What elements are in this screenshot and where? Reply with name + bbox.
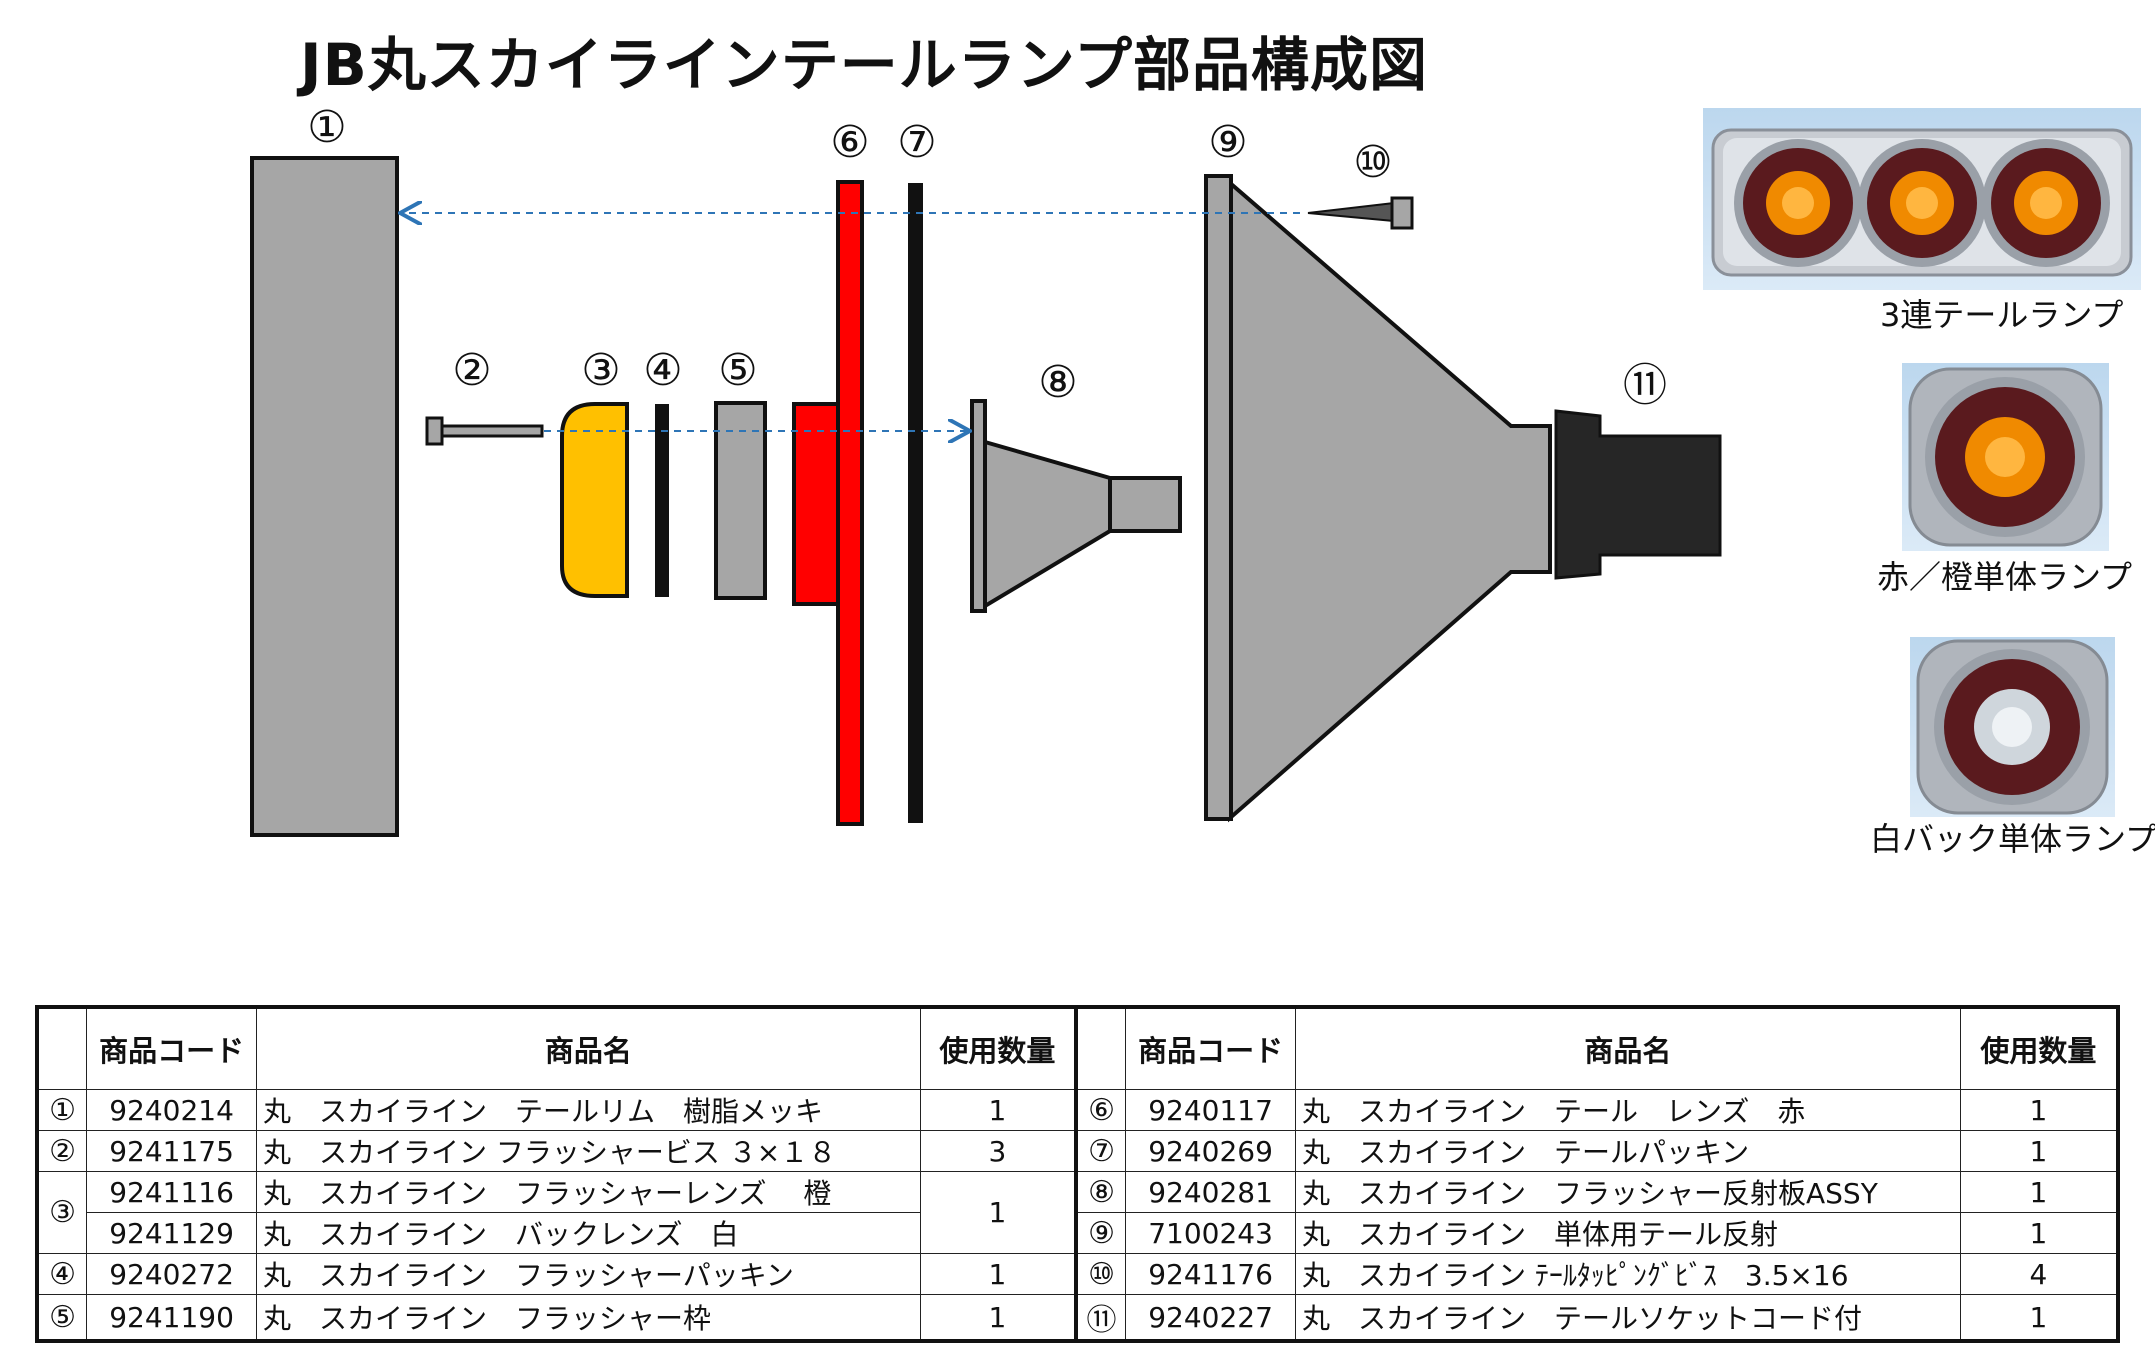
row-num: ① bbox=[36, 1089, 88, 1131]
row-code: 9240281 bbox=[1125, 1171, 1296, 1213]
row-qty: 1 bbox=[919, 1089, 1077, 1131]
callout-1: ① bbox=[307, 102, 346, 153]
part-3-flasher-lens bbox=[560, 402, 629, 598]
callout-7: ⑦ bbox=[897, 117, 936, 168]
row-num: ⑤ bbox=[36, 1294, 88, 1342]
header-qty-left: 使用数量 bbox=[919, 1006, 1077, 1090]
row-name: 丸 スカイライン フラッシャーレンズ 橙 bbox=[256, 1171, 921, 1213]
row-num: ④ bbox=[36, 1253, 88, 1295]
row-name: 丸 スカイライン フラッシャービス ３×１８ bbox=[256, 1130, 921, 1172]
row-qty: 1 bbox=[1959, 1089, 2119, 1131]
row-name: 丸 スカイライン ﾃｰﾙﾀｯﾋﾟﾝｸﾞﾋﾞｽ 3.5×16 bbox=[1294, 1253, 1961, 1295]
row-name: 丸 スカイライン フラッシャー枠 bbox=[256, 1294, 921, 1342]
row-name: 丸 スカイライン テール レンズ 赤 bbox=[1294, 1089, 1961, 1131]
row-code: 9241129 bbox=[86, 1212, 257, 1254]
row-qty: 3 bbox=[919, 1130, 1077, 1172]
photo-triple-tail-lamp bbox=[1703, 108, 2141, 290]
row-code: 9240117 bbox=[1125, 1089, 1296, 1131]
callout-9: ⑨ bbox=[1208, 117, 1247, 168]
row-code: 9240272 bbox=[86, 1253, 257, 1295]
part-6-tail-lens-red bbox=[792, 180, 864, 826]
row-name: 丸 スカイライン テールソケットコード付 bbox=[1294, 1294, 1961, 1342]
part-5-flasher-frame bbox=[714, 401, 767, 600]
row-num: ⑥ bbox=[1073, 1089, 1127, 1131]
table-row: ⑤ 9241190 丸 スカイライン フラッシャー枠 1 ⑪ 9240227 丸… bbox=[36, 1294, 2119, 1342]
row-num: ⑧ bbox=[1073, 1171, 1127, 1213]
callout-4: ④ bbox=[643, 345, 682, 396]
row-num: ⑨ bbox=[1073, 1212, 1127, 1254]
table-row: ② 9241175 丸 スカイライン フラッシャービス ３×１８ 3 ⑦ 924… bbox=[36, 1130, 2119, 1172]
callout-10: ⑩ bbox=[1353, 137, 1392, 188]
part-8-flasher-reflector bbox=[970, 399, 1182, 613]
row-code: 9241116 bbox=[86, 1171, 257, 1213]
table-row: ④ 9240272 丸 スカイライン フラッシャーパッキン 1 ⑩ 924117… bbox=[36, 1253, 2119, 1295]
page-title: JB丸スカイラインテールランプ部品構成図 bbox=[300, 31, 1429, 99]
row-num: ⑪ bbox=[1073, 1294, 1127, 1342]
part-10-tapping-screw bbox=[1307, 196, 1414, 230]
row-name: 丸 スカイライン 単体用テール反射 bbox=[1294, 1212, 1961, 1254]
row-name: 丸 スカイライン テールリム 樹脂メッキ bbox=[256, 1089, 921, 1131]
photo-red-orange-single-lamp bbox=[1902, 363, 2109, 551]
row-num: ② bbox=[36, 1130, 88, 1172]
row-code: 9241175 bbox=[86, 1130, 257, 1172]
row-code: 9240214 bbox=[86, 1089, 257, 1131]
header-code-right: 商品コード bbox=[1125, 1006, 1296, 1090]
header-num-left bbox=[36, 1006, 88, 1090]
header-qty-right: 使用数量 bbox=[1959, 1006, 2119, 1090]
part-2-flasher-screw bbox=[425, 416, 544, 446]
row-name: 丸 スカイライン バックレンズ 白 bbox=[256, 1212, 921, 1254]
row-name: 丸 スカイライン フラッシャーパッキン bbox=[256, 1253, 921, 1295]
callout-6: ⑥ bbox=[830, 117, 869, 168]
row-code: 7100243 bbox=[1125, 1212, 1296, 1254]
row-name: 丸 スカイライン フラッシャー反射板ASSY bbox=[1294, 1171, 1961, 1213]
row-qty: 1 bbox=[919, 1171, 1077, 1254]
header-name-left: 商品名 bbox=[256, 1006, 921, 1090]
callout-3: ③ bbox=[581, 345, 620, 396]
header-num-right bbox=[1073, 1006, 1127, 1090]
photo-caption-triple: 3連テールランプ bbox=[1880, 296, 2124, 334]
callout-11: ⑪ bbox=[1623, 360, 1667, 411]
table-row: ① 9240214 丸 スカイライン テールリム 樹脂メッキ 1 ⑥ 92401… bbox=[36, 1089, 2119, 1131]
photo-caption-red-orange: 赤／橙単体ランプ bbox=[1877, 558, 2133, 596]
callout-8: ⑧ bbox=[1038, 357, 1077, 408]
row-qty: 1 bbox=[1959, 1212, 2119, 1254]
row-code: 9241190 bbox=[86, 1294, 257, 1342]
parts-table: 商品コード 商品名 使用数量 商品コード 商品名 使用数量 ① 9240214 … bbox=[35, 1005, 2120, 1343]
part-4-flasher-packing bbox=[655, 404, 669, 597]
part-7-tail-packing bbox=[908, 183, 923, 823]
row-qty: 1 bbox=[1959, 1130, 2119, 1172]
exploded-parts-diagram: ① ② ③ ④ ⑤ ⑥ ⑦ ⑧ ⑨ ⑩ ⑪ bbox=[250, 102, 1722, 837]
row-qty: 1 bbox=[1959, 1171, 2119, 1213]
part-1-tail-rim bbox=[250, 156, 399, 837]
callout-2: ② bbox=[452, 345, 491, 396]
row-qty: 4 bbox=[1959, 1253, 2119, 1295]
table-row: 9241129 丸 スカイライン バックレンズ 白 ⑨ 7100243 丸 スカ… bbox=[37, 1212, 2119, 1254]
part-9-tail-reflector bbox=[1204, 174, 1552, 823]
header-code-left: 商品コード bbox=[86, 1006, 257, 1090]
row-qty: 1 bbox=[919, 1294, 1077, 1342]
row-num: ③ bbox=[36, 1171, 88, 1254]
row-qty: 1 bbox=[1959, 1294, 2119, 1342]
part-11-socket-cord bbox=[1554, 409, 1722, 580]
row-code: 9241176 bbox=[1125, 1253, 1296, 1295]
callout-5: ⑤ bbox=[718, 345, 757, 396]
photo-white-back-single-lamp bbox=[1910, 637, 2115, 817]
photo-caption-white-back: 白バック単体ランプ bbox=[1870, 820, 2155, 858]
row-code: 9240227 bbox=[1125, 1294, 1296, 1342]
row-code: 9240269 bbox=[1125, 1130, 1296, 1172]
header-name-right: 商品名 bbox=[1294, 1006, 1961, 1090]
row-name: 丸 スカイライン テールパッキン bbox=[1294, 1130, 1961, 1172]
table-row: ③ 9241116 丸 スカイライン フラッシャーレンズ 橙 1 ⑧ 92402… bbox=[36, 1171, 2119, 1254]
table-header-row: 商品コード 商品名 使用数量 商品コード 商品名 使用数量 bbox=[36, 1006, 2119, 1090]
row-num: ⑩ bbox=[1073, 1253, 1127, 1295]
row-num: ⑦ bbox=[1073, 1130, 1127, 1172]
row-qty: 1 bbox=[919, 1253, 1077, 1295]
